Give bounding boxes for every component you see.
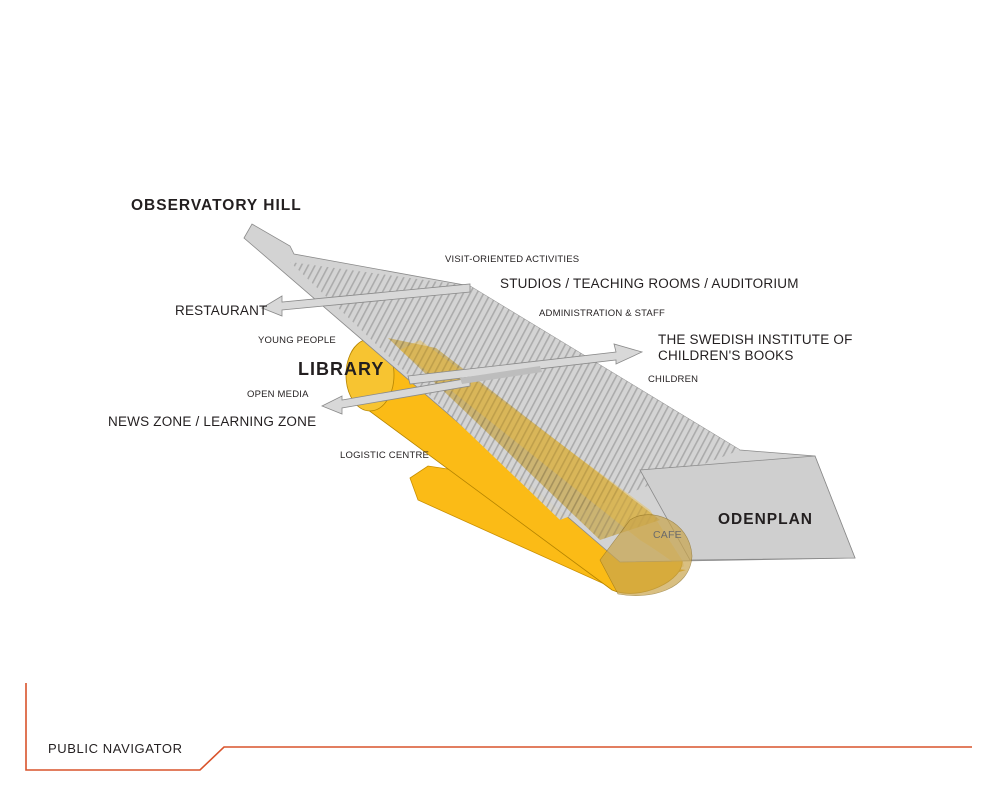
label-administration: ADMINISTRATION & STAFF [539,308,665,319]
label-cafe: CAFE [653,529,682,541]
label-children: CHILDREN [648,374,699,385]
restaurant-arrow [261,283,471,317]
footer-title: PUBLIC NAVIGATOR [48,741,183,756]
label-library: LIBRARY [298,359,385,379]
label-observatory-hill: OBSERVATORY HILL [131,197,302,214]
label-swedish-institute-line1: THE SWEDISH INSTITUTE OF [658,332,853,347]
label-odenplan: ODENPLAN [718,511,813,528]
footer-frame [25,683,972,771]
label-studios: STUDIOS / TEACHING ROOMS / AUDITORIUM [500,276,799,291]
news-zone-arrow [321,366,542,415]
library-tube-front [400,340,693,596]
label-visit-oriented: VISIT-ORIENTED ACTIVITIES [445,254,580,265]
institute-arrow [407,343,644,385]
label-open-media: OPEN MEDIA [247,389,309,400]
label-news-zone: NEWS ZONE / LEARNING ZONE [108,414,317,429]
label-swedish-institute-line2: CHILDREN'S BOOKS [658,348,794,363]
label-young-people: YOUNG PEOPLE [258,335,336,346]
label-restaurant: RESTAURANT [175,303,268,318]
label-logistic-centre: LOGISTIC CENTRE [340,450,430,461]
